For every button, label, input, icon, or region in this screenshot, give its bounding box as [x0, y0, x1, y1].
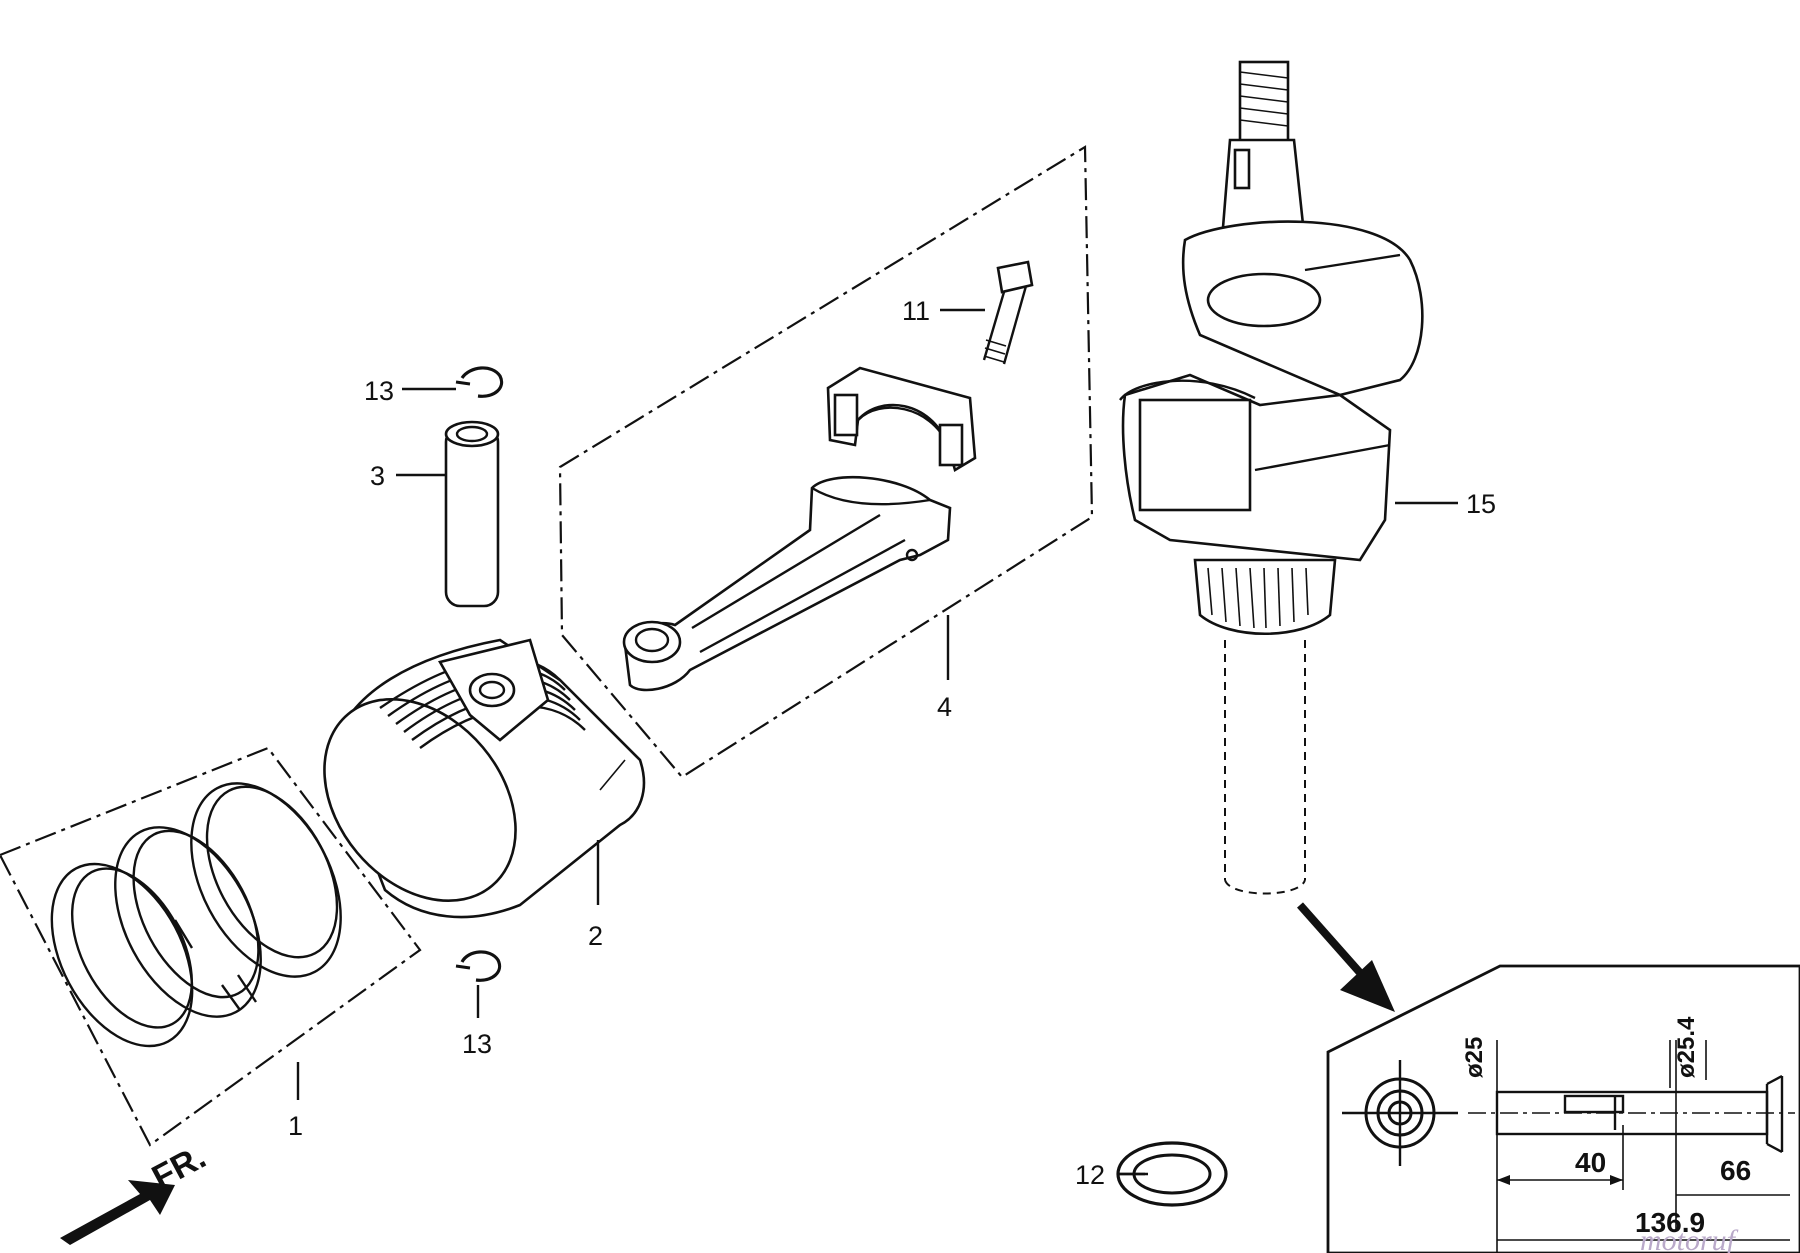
callout-2: 2	[588, 921, 603, 951]
connecting-rod-assembly	[558, 145, 1094, 779]
front-direction-marker: FR.	[60, 1138, 212, 1245]
piston	[323, 638, 646, 919]
callout-12: 12	[1075, 1160, 1105, 1190]
piston-ring-set	[0, 746, 422, 1147]
callout-13-top: 13	[364, 376, 394, 406]
callout-4: 4	[937, 692, 952, 722]
dim-dia-journal: ø25	[1461, 1037, 1488, 1078]
watermark: motoruf	[1640, 1224, 1739, 1253]
callout-3: 3	[370, 461, 385, 491]
detail-pointer-arrow	[1297, 902, 1395, 1012]
callout-15: 15	[1466, 489, 1496, 519]
crank-gear	[1193, 558, 1337, 635]
clip-bottom	[455, 950, 502, 982]
crankshaft	[1119, 60, 1424, 895]
callouts: 1 2 3 4 11 12 13 13 15	[288, 296, 1496, 1190]
shaft-detail-view: ø25 ø25.4 40 66 136.9	[1326, 964, 1800, 1253]
callout-13-bottom: 13	[462, 1029, 492, 1059]
dim-len-step: 66	[1720, 1155, 1751, 1186]
dim-dia-shaft: ø25.4	[1673, 1016, 1700, 1078]
dim-len-total: 136.9	[1635, 1207, 1705, 1238]
dim-len-keyway: 40	[1575, 1147, 1606, 1178]
piston-pin	[444, 420, 500, 608]
callout-11: 11	[902, 296, 930, 326]
callout-1: 1	[288, 1111, 303, 1141]
rod-bolt	[982, 260, 1034, 365]
clip-top	[455, 366, 504, 398]
